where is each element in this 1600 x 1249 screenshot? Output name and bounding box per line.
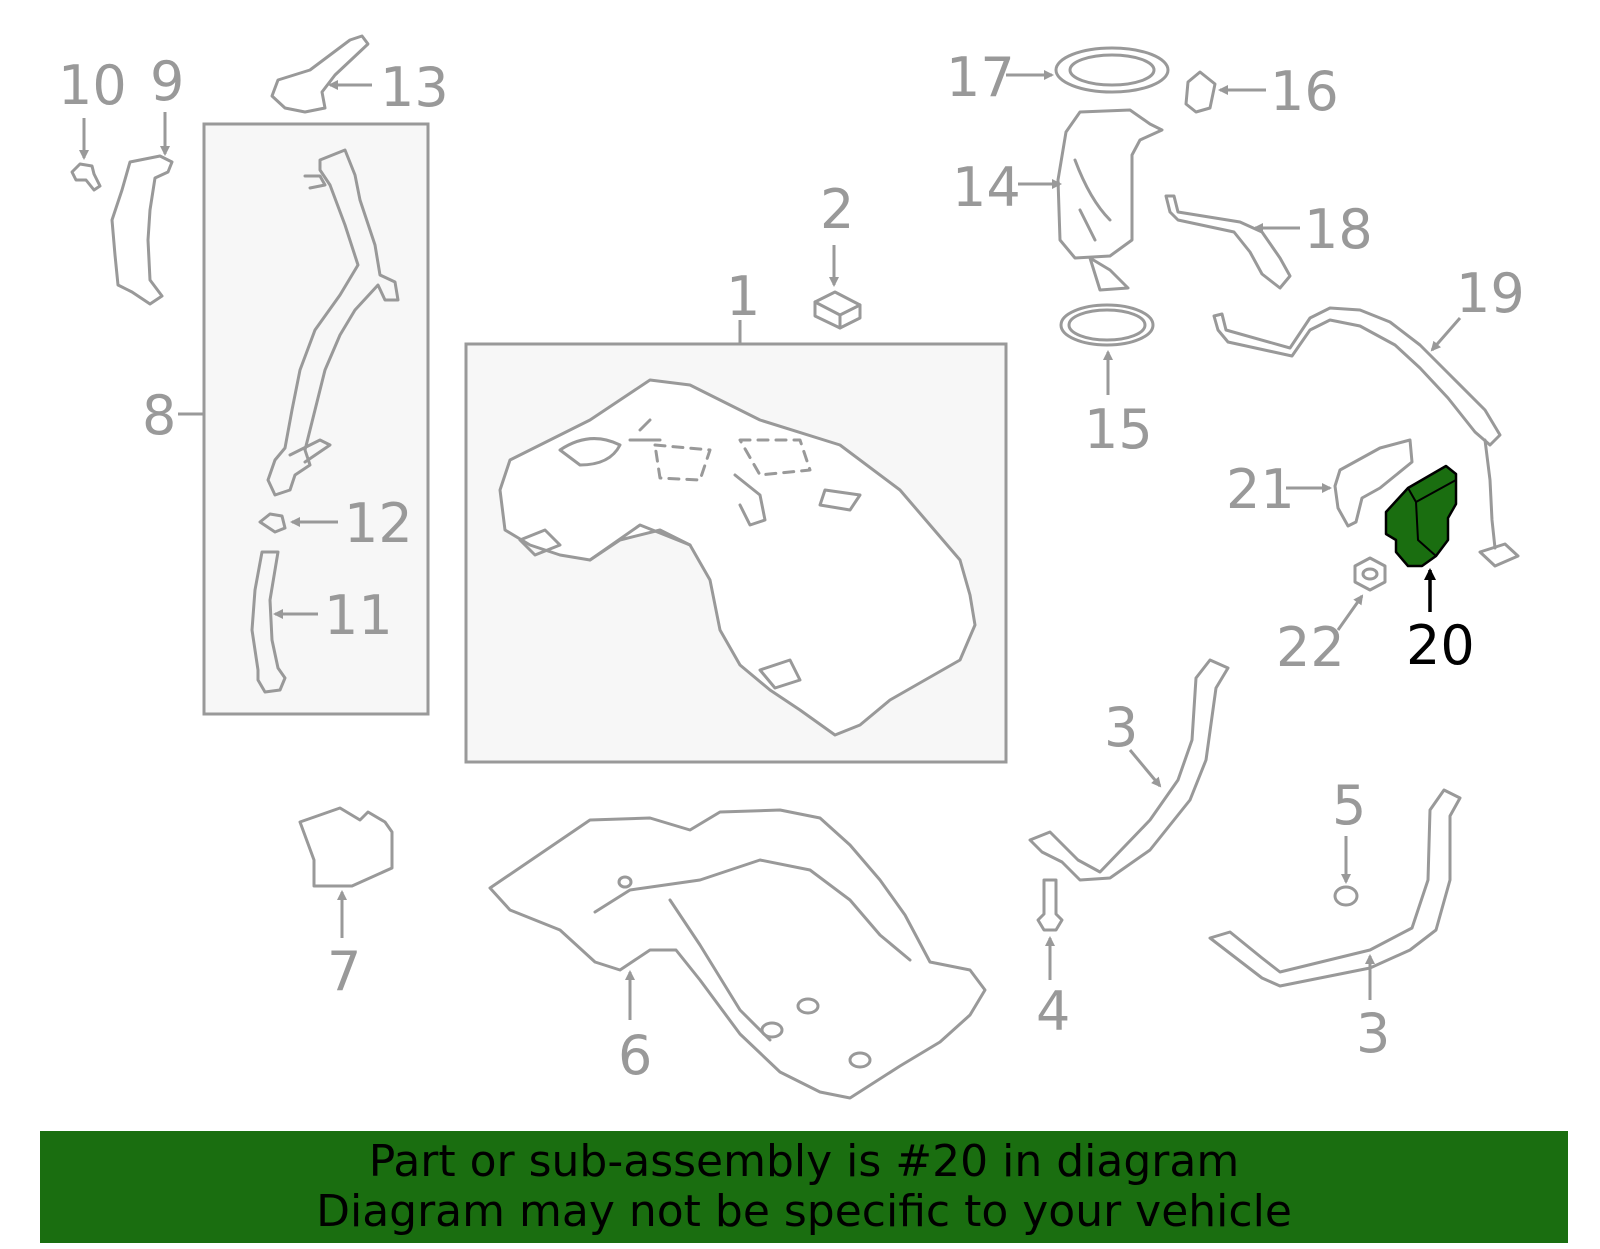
part-21-bracket	[1333, 438, 1414, 528]
filler-pipe-group-box	[202, 122, 430, 716]
callout-13: 13	[380, 56, 449, 119]
callout-20: 20	[1406, 614, 1475, 677]
callout-9: 9	[150, 50, 184, 113]
part-17-lock-ring	[1054, 46, 1170, 94]
part-14-fuel-pump-module	[1056, 108, 1164, 292]
callout-5: 5	[1332, 774, 1366, 837]
part-10-bolt	[70, 162, 102, 192]
parts-diagram: 1 2 8 12 11 13 10 9 7	[58, 34, 1525, 1100]
part-16-connector	[1184, 70, 1217, 114]
part-13-filler-door	[270, 34, 370, 114]
callout-17: 17	[946, 46, 1015, 109]
part-3-strap-lower	[1208, 788, 1462, 988]
callout-3-upper: 3	[1104, 696, 1138, 759]
part-22-nut	[1353, 556, 1387, 592]
fuel-tank	[498, 378, 977, 737]
callout-2: 2	[820, 178, 854, 241]
info-banner: Part or sub-assembly is #20 in diagram D…	[40, 1131, 1568, 1243]
part-7-bracket	[298, 806, 394, 888]
part-20-fuel-pump-control-module[interactable]	[1384, 464, 1458, 568]
part-11-hose	[250, 550, 287, 694]
callout-18: 18	[1304, 198, 1373, 261]
part-6-shield	[488, 808, 987, 1100]
filler-pipe	[266, 148, 400, 497]
banner-line-1: Part or sub-assembly is #20 in diagram	[368, 1136, 1240, 1187]
part-12-clip	[258, 512, 287, 534]
part-2-pad	[813, 290, 862, 330]
callout-14: 14	[952, 156, 1021, 219]
callout-22: 22	[1276, 616, 1345, 679]
part-4-bolt	[1036, 878, 1064, 932]
callout-10: 10	[58, 54, 127, 117]
callout-4: 4	[1036, 980, 1070, 1043]
part-3-strap-upper	[1028, 658, 1230, 882]
callout-8: 8	[142, 384, 176, 447]
part-5-clip	[1333, 885, 1359, 907]
callout-21: 21	[1226, 458, 1295, 521]
callout-1: 1	[726, 265, 760, 328]
callout-19: 19	[1456, 262, 1525, 325]
callout-16: 16	[1270, 60, 1339, 123]
callout-11: 11	[324, 584, 393, 647]
callout-7: 7	[327, 940, 361, 1003]
callout-3-lower: 3	[1356, 1002, 1390, 1065]
part-15-gasket	[1059, 303, 1155, 347]
part-18-sensor-harness	[1164, 194, 1292, 290]
banner-line-2: Diagram may not be specific to your vehi…	[316, 1186, 1292, 1237]
callout-15: 15	[1084, 398, 1153, 461]
part-19-wiring-harness	[1212, 306, 1520, 568]
callout-6: 6	[618, 1024, 652, 1087]
callout-12: 12	[344, 492, 413, 555]
part-9-bracket	[110, 154, 174, 306]
